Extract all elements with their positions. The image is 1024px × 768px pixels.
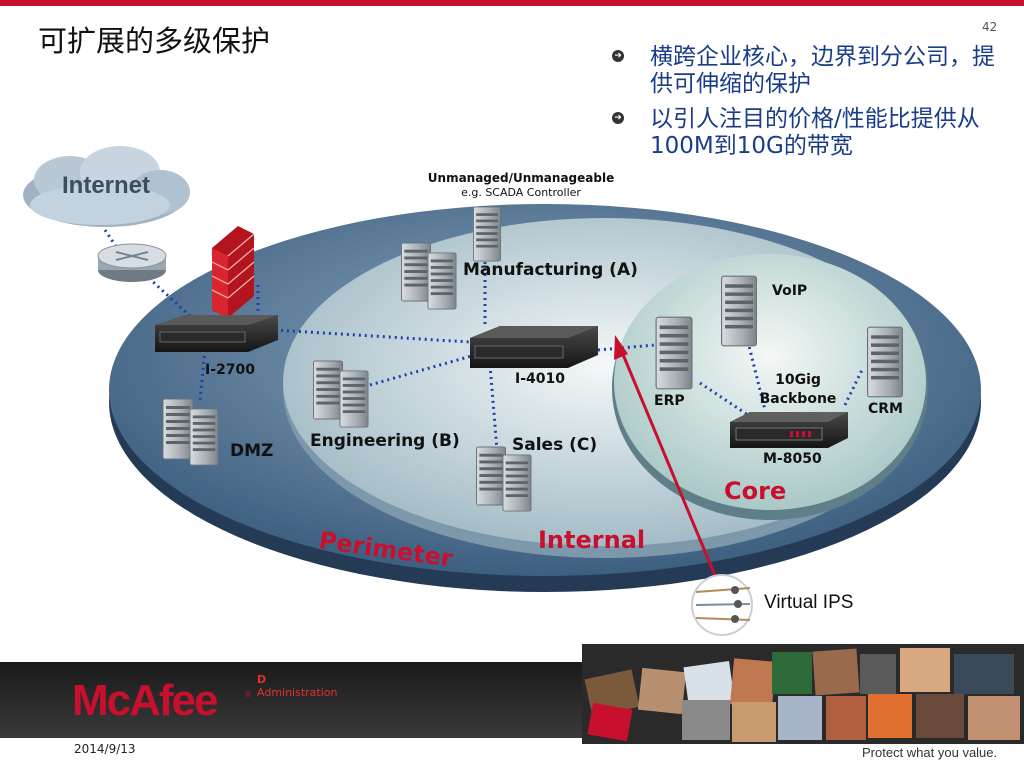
virtual-ips-arrow	[614, 335, 718, 579]
bullet-list: ➜ 横跨企业核心，边界到分公司，提供可伸缩的保护 ➜ 以引人注目的价格/性能比提…	[612, 44, 1012, 168]
voip-server-icon	[720, 275, 758, 347]
manufacturing-label: Manufacturing (A)	[463, 260, 638, 280]
i2700-label: I-2700	[205, 362, 255, 378]
dmz-server-icon	[189, 408, 219, 466]
sales-label: Sales (C)	[512, 435, 597, 455]
firewall-icon	[211, 226, 255, 318]
internal-zone-label: Internal	[538, 526, 645, 554]
slide-date: 2014/9/13	[74, 742, 136, 756]
router-icon	[97, 243, 167, 282]
backbone-label-line1: 10Gig	[775, 372, 821, 388]
bullet-text: 横跨企业核心，边界到分公司，提供可伸缩的保护	[650, 44, 995, 97]
bullet-text: 以引人注目的价格/性能比提供从100M到10G的带宽	[650, 106, 980, 159]
arrow-circle-icon: ➜	[612, 112, 624, 124]
voip-label: VoIP	[772, 283, 807, 299]
virtual-ips-icon	[691, 574, 753, 636]
crm-server-icon	[866, 326, 904, 398]
bullet-item: ➜ 以引人注目的价格/性能比提供从100M到10G的带宽	[612, 106, 1012, 160]
slide-title: 可扩展的多级保护	[38, 24, 271, 58]
erp-label: ERP	[654, 393, 685, 409]
engineering-server-icon	[312, 360, 344, 420]
internet-label: Internet	[62, 172, 150, 199]
dmz-label: DMZ	[230, 441, 273, 461]
sales-server-icon	[502, 454, 532, 512]
photo-collage-image	[582, 644, 1024, 744]
sales-server-icon	[475, 446, 507, 506]
brand-sub-d: D	[257, 673, 267, 686]
page-number: 42	[982, 20, 998, 34]
virtual-ips-label: Virtual IPS	[764, 592, 853, 613]
unmanaged-sublabel: e.g. SCADA Controller	[461, 186, 581, 199]
brand-tagline: Protect what you value.	[862, 745, 998, 760]
m8050-appliance-icon	[730, 412, 848, 448]
top-accent-bar	[0, 0, 1024, 6]
i2700-appliance-icon	[155, 315, 278, 352]
engineering-label: Engineering (B)	[310, 431, 460, 451]
internet-cloud-icon	[23, 146, 190, 227]
backbone-label-line2: Backbone	[760, 391, 837, 407]
brand-sub-label: Administration	[257, 686, 338, 699]
crm-label: CRM	[868, 401, 903, 417]
registered-mark: ®	[244, 690, 252, 699]
unmanaged-label: Unmanaged/Unmanageable	[428, 171, 614, 185]
scada-server-icon	[472, 206, 502, 262]
manufacturing-server-icon	[400, 242, 432, 302]
manufacturing-server-icon	[427, 252, 457, 310]
i4010-appliance-icon	[470, 326, 598, 368]
mcafee-logo: McAfee	[72, 676, 218, 725]
dmz-server-icon	[162, 398, 194, 460]
bullet-item: ➜ 横跨企业核心，边界到分公司，提供可伸缩的保护	[612, 44, 1012, 98]
network-diagram: Internet I-2700 DMZ Unmanaged/Unmanageab…	[23, 146, 981, 636]
arrow-circle-icon: ➜	[612, 50, 624, 62]
engineering-server-icon	[339, 370, 369, 428]
core-zone-label: Core	[724, 477, 786, 505]
erp-server-icon	[655, 316, 693, 390]
i4010-label: I-4010	[515, 371, 565, 387]
m8050-label: M-8050	[763, 451, 822, 467]
